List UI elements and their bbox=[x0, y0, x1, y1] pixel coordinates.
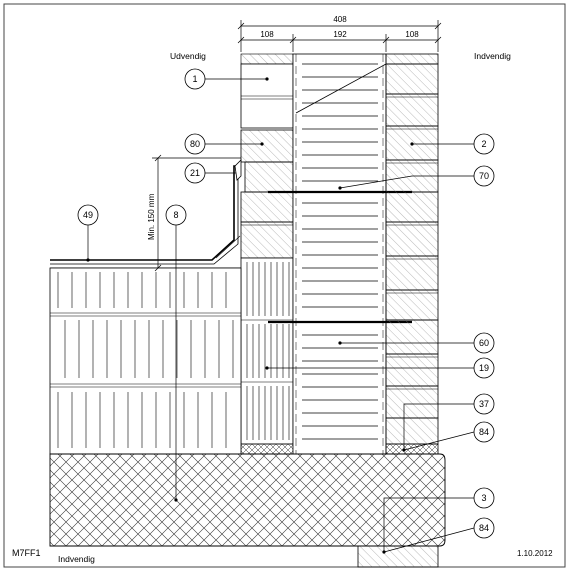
min-height-dimension bbox=[152, 154, 241, 272]
insulation-lines bbox=[302, 63, 378, 440]
inner-brick-leaf bbox=[385, 53, 439, 455]
dim-insulation: 192 bbox=[333, 30, 347, 39]
dim-outer-leaf: 108 bbox=[260, 30, 274, 39]
dim-inner-leaf: 108 bbox=[405, 30, 419, 39]
metal-flashing bbox=[234, 159, 242, 181]
callout-3: 3 bbox=[473, 487, 495, 509]
svg-text:1: 1 bbox=[192, 74, 197, 84]
outer-brick-leaf bbox=[240, 53, 294, 455]
svg-text:60: 60 bbox=[479, 338, 489, 348]
svg-text:3: 3 bbox=[481, 493, 486, 503]
label-exterior: Udvendig bbox=[170, 51, 206, 61]
drawing-date: 1.10.2012 bbox=[517, 549, 553, 558]
dimension-chain bbox=[237, 20, 442, 52]
callout-8: 8 bbox=[165, 204, 187, 226]
cavity-membrane bbox=[295, 63, 387, 114]
callout-84-upper: 84 bbox=[473, 421, 495, 443]
leader-lines bbox=[87, 78, 475, 553]
svg-text:70: 70 bbox=[479, 171, 489, 181]
dim-total: 408 bbox=[333, 15, 347, 24]
svg-text:84: 84 bbox=[479, 523, 489, 533]
callout-70: 70 bbox=[473, 165, 495, 187]
callout-1: 1 bbox=[184, 68, 206, 90]
callout-80: 80 bbox=[184, 133, 206, 155]
concrete-deck bbox=[49, 453, 446, 547]
callout-49: 49 bbox=[77, 204, 99, 226]
svg-text:49: 49 bbox=[83, 210, 93, 220]
roof-insulation-hatch bbox=[57, 272, 234, 448]
drawing-border bbox=[3, 3, 566, 568]
svg-text:19: 19 bbox=[479, 363, 489, 373]
inner-leaf-joints bbox=[386, 96, 438, 390]
outer-leaf-vertical-hatch bbox=[246, 262, 290, 440]
leader-dots bbox=[86, 77, 414, 554]
svg-text:8: 8 bbox=[173, 210, 178, 220]
min-height-note: Min. 150 mm bbox=[147, 193, 156, 240]
svg-text:80: 80 bbox=[190, 139, 200, 149]
svg-text:2: 2 bbox=[481, 139, 486, 149]
roof-insulation bbox=[49, 267, 242, 455]
callout-19: 19 bbox=[473, 357, 495, 379]
svg-text:37: 37 bbox=[479, 399, 489, 409]
bottom-inner-wall bbox=[357, 545, 439, 568]
callout-2: 2 bbox=[473, 133, 495, 155]
callout-84-lower: 84 bbox=[473, 517, 495, 539]
callout-37: 37 bbox=[473, 393, 495, 415]
label-interior-top: Indvendig bbox=[474, 51, 511, 61]
svg-text:21: 21 bbox=[190, 168, 200, 178]
drawing-code: M7FF1 bbox=[12, 548, 41, 558]
label-interior-bottom: Indvendig bbox=[58, 554, 95, 564]
callout-60: 60 bbox=[473, 332, 495, 354]
callout-21: 21 bbox=[184, 162, 206, 184]
cavity-insulation bbox=[292, 53, 387, 455]
svg-text:84: 84 bbox=[479, 427, 489, 437]
